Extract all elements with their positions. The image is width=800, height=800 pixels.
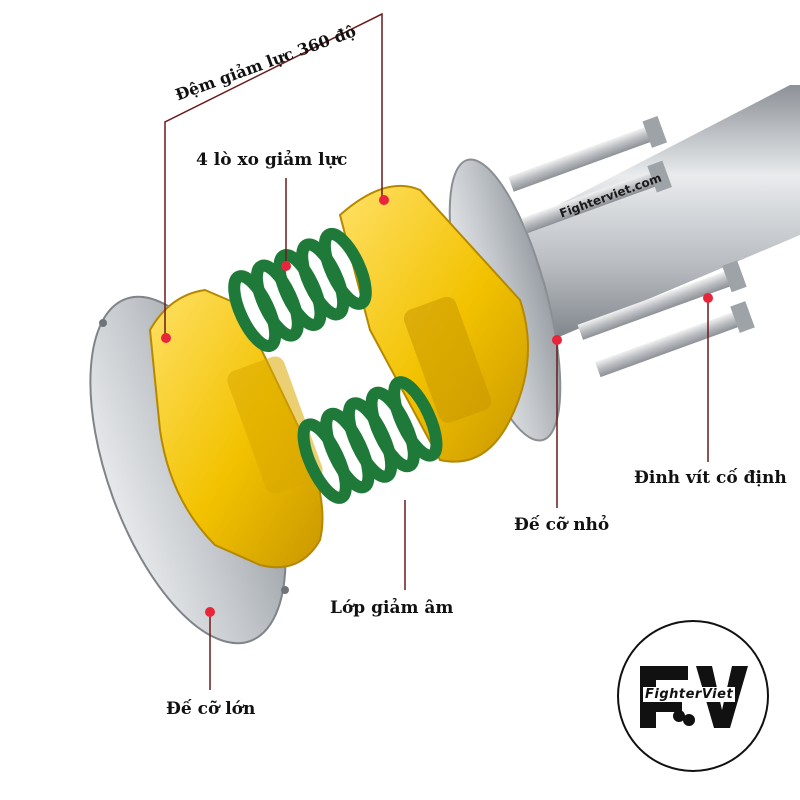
yellow-cushion-front (148, 288, 324, 569)
boxing-gloves-icon (673, 710, 695, 726)
fixing-screws (508, 116, 755, 378)
label-springs: 4 lò xo giảm lực (196, 150, 348, 170)
yellow-cushion-rear (338, 184, 529, 463)
spring-lower (297, 376, 443, 504)
logo-wordmark: FighterViet (643, 687, 736, 702)
spring-upper (228, 227, 372, 353)
label-fixing-screws: Đinh vít cố định (634, 468, 787, 488)
label-small-base: Đế cỡ nhỏ (514, 515, 610, 535)
label-large-base: Đế cỡ lớn (166, 699, 256, 719)
marker-dots (161, 195, 713, 617)
label-damping-layer: Lớp giảm âm (330, 598, 454, 618)
leader-lines (164, 12, 709, 690)
